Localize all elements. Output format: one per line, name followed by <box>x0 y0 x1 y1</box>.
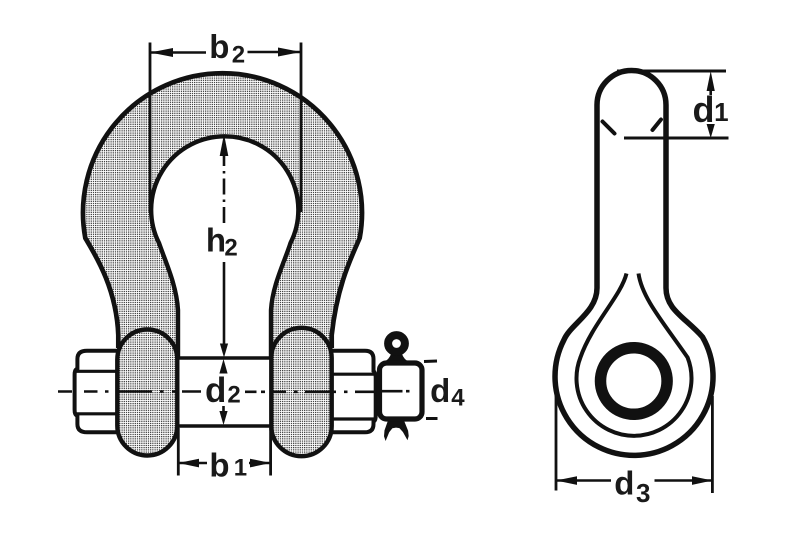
svg-text:2: 2 <box>227 382 240 409</box>
svg-text:1: 1 <box>234 454 247 481</box>
svg-text:3: 3 <box>636 478 650 508</box>
svg-text:b: b <box>209 447 229 484</box>
svg-text:d: d <box>693 89 715 130</box>
svg-text:h: h <box>206 221 226 258</box>
svg-text:d: d <box>430 372 450 409</box>
svg-text:1: 1 <box>714 97 728 127</box>
svg-text:d: d <box>205 371 226 410</box>
svg-text:b: b <box>209 28 229 65</box>
svg-text:4: 4 <box>451 384 465 411</box>
svg-text:2: 2 <box>224 235 237 262</box>
svg-text:2: 2 <box>232 42 245 69</box>
svg-text:d: d <box>614 465 634 502</box>
